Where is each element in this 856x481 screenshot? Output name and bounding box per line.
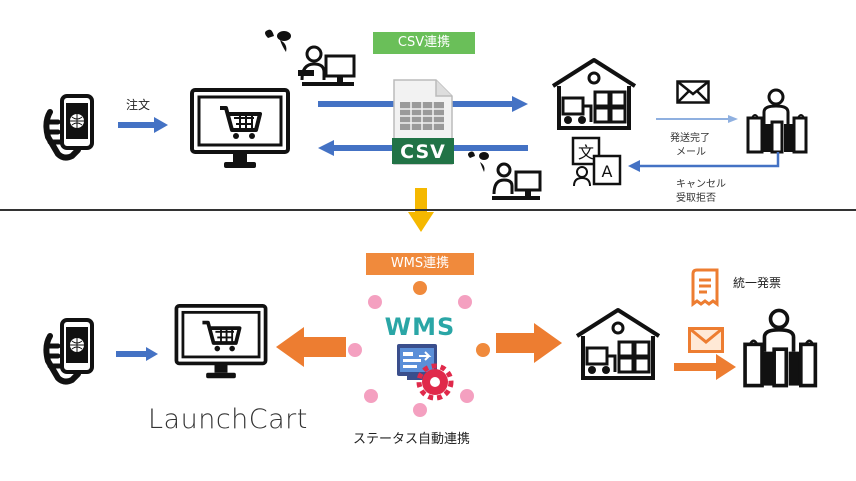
down-arrow	[408, 188, 434, 232]
ship-done-label-1: 発送完了	[670, 133, 710, 144]
customers-icon-2	[743, 308, 818, 388]
worker-computer-icon	[265, 29, 356, 86]
warehouse-icon	[551, 58, 637, 130]
wms-right-arrow	[496, 323, 562, 363]
wms-hub: WMS	[348, 281, 490, 417]
cancel-label-2: 受取拒否	[676, 193, 716, 204]
order-label: 注文	[126, 98, 151, 112]
invoice-label: 統一発票	[733, 276, 782, 290]
wms-link-badge: WMS連携	[366, 253, 474, 275]
mail-icon	[676, 80, 710, 104]
delivery-arrow	[674, 354, 736, 380]
cart-monitor-icon-2	[174, 304, 268, 379]
status-auto-link-label: ステータス自動連携	[353, 432, 471, 447]
csv-file-icon: CSV	[392, 79, 454, 165]
translation-icon: 文 A	[571, 136, 622, 187]
ship-done-label-2: メール	[676, 147, 706, 158]
worker-computer-icon-2	[468, 151, 542, 200]
phone-hand-icon	[43, 94, 94, 161]
cancel-arrow	[628, 152, 780, 172]
svg-text:A: A	[602, 162, 613, 181]
order-arrow-2	[116, 347, 158, 361]
cancel-label-1: キャンセル	[676, 179, 726, 190]
warehouse-icon-2	[575, 308, 661, 380]
section-divider	[0, 209, 856, 211]
launchcart-logo: LaunchCart	[148, 404, 308, 435]
wms-left-arrow	[276, 327, 346, 367]
svg-text:文: 文	[578, 143, 594, 162]
order-arrow	[118, 117, 168, 133]
customers-icon	[746, 88, 808, 154]
receipt-icon	[691, 268, 719, 307]
wms-text: WMS	[385, 313, 456, 341]
phone-hand-icon-2	[43, 318, 94, 385]
ship-mail-arrow	[656, 115, 738, 123]
mail-icon-2	[688, 327, 724, 353]
csv-file-text: CSV	[400, 141, 446, 163]
csv-link-badge: CSV連携	[373, 32, 475, 54]
cart-monitor-icon	[190, 88, 290, 168]
gear-icon	[416, 363, 454, 401]
